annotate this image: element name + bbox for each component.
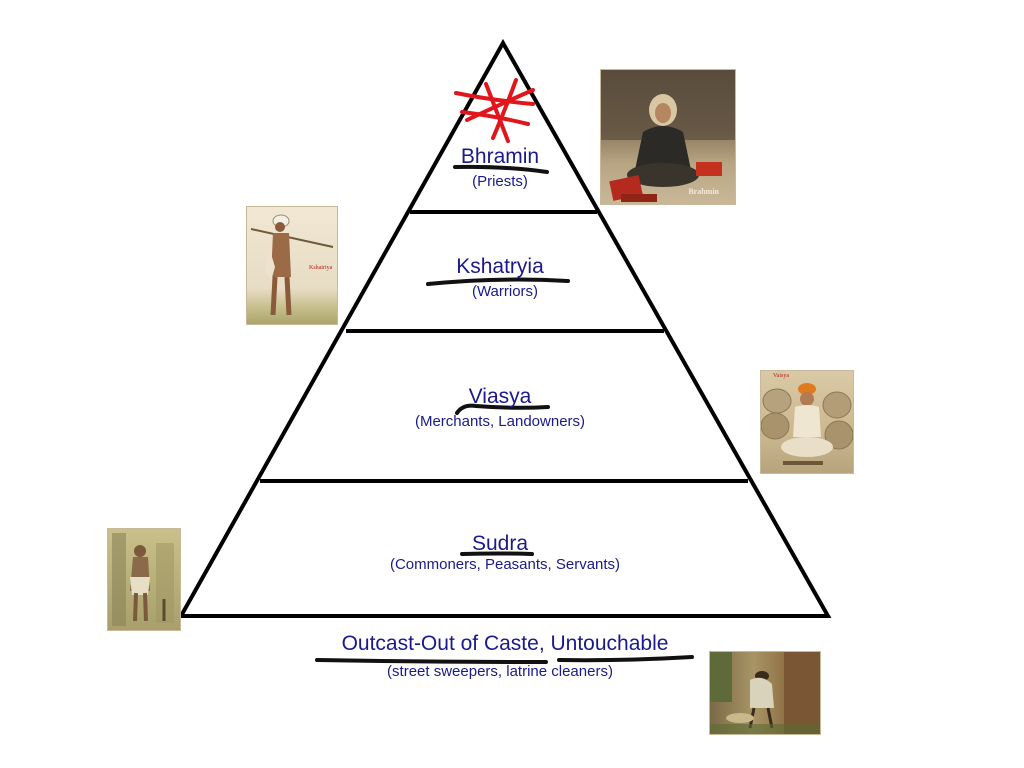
kshatriya-figure-icon: [250, 214, 334, 316]
tier-subtitle-merchants: (Merchants, Landowners): [414, 413, 586, 430]
underline-viasya: [455, 403, 550, 415]
vaisya-photo: Vaisya: [760, 370, 854, 474]
brahmin-figure-icon: [601, 70, 735, 202]
pyramid-outline: [177, 38, 832, 618]
outcast-figure-icon: [710, 652, 820, 734]
outcast-subtitle: (street sweepers, latrine cleaners): [387, 663, 613, 680]
tier-name-viasya: Viasya: [468, 385, 532, 408]
star-mark: [454, 78, 535, 143]
outcast-name: Outcast-Out of Caste, Untouchable: [341, 632, 669, 655]
brahmin-photo: Brahmin: [600, 69, 736, 205]
underline-sudra: [460, 551, 534, 556]
vaisya-figure-icon: [761, 383, 853, 465]
underline-outcast: [315, 658, 548, 664]
tier-name-sudra: Sudra: [471, 532, 529, 555]
sudra-photo: [107, 528, 181, 631]
underline-untouchable: [557, 655, 694, 663]
outcast-photo: [709, 651, 821, 735]
underline-kshatryia: [426, 277, 570, 286]
tier-subtitle-warriors: (Warriors): [471, 283, 539, 300]
tier-subtitle-commoners: (Commoners, Peasants, Servants): [389, 556, 621, 573]
tier-name-kshatryia: Kshatryia: [456, 255, 544, 278]
tier-name-bhramin: Bhramin: [460, 145, 540, 168]
sudra-figure-icon: [112, 533, 174, 626]
vaisya-caption: Vaisya: [773, 373, 789, 379]
kshatriya-photo: Kshatriya: [246, 206, 338, 325]
brahmin-caption: Brahmin: [688, 187, 719, 196]
kshatriya-caption: Kshatriya: [309, 265, 333, 271]
underline-bhramin: [453, 164, 549, 174]
tier-subtitle-priests: (Priests): [472, 173, 528, 190]
